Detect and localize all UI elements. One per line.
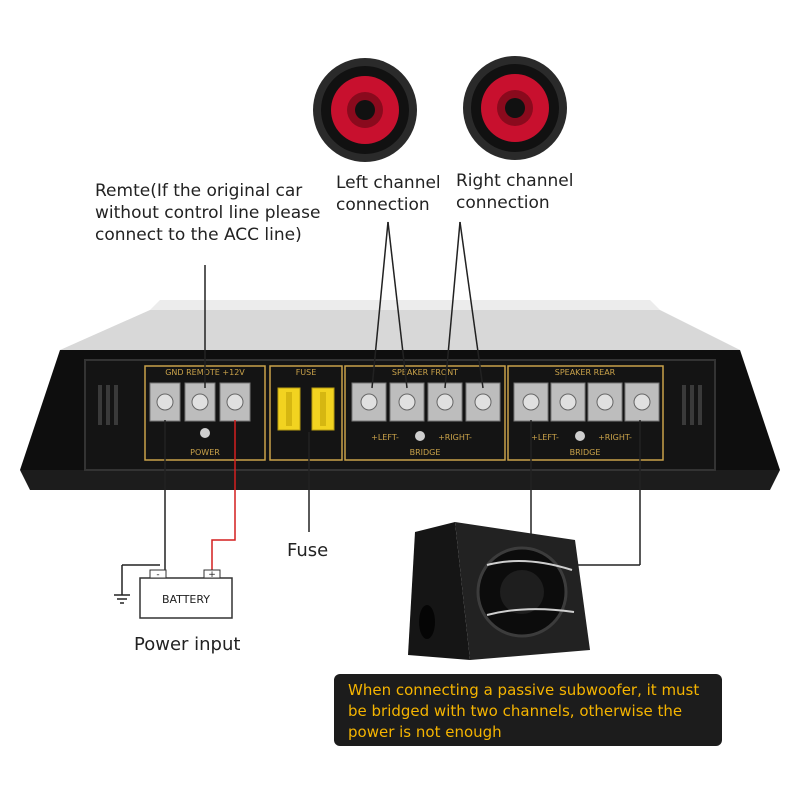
power-caption: POWER [190,448,220,457]
front-group-label: SPEAKER FRONT [392,368,458,377]
rear-bridge-tag: BRIDGE [570,448,601,457]
rear-speaker-terminals [513,382,660,441]
fuse-group-label: FUSE [296,368,317,377]
left-channel-line: connection [336,195,430,215]
front-left-tag: +LEFT- [371,433,399,442]
left-channel-label: Left channel connection [336,172,441,216]
rear-left-tag: +LEFT- [531,433,559,442]
connector-lines [121,221,641,595]
right-channel-line: Right channel [456,171,574,191]
power-input-label: Power input [134,634,241,655]
right-channel-label: Right channel connection [456,170,573,214]
remote-note: Remte(If the original car without contro… [95,180,320,246]
fuse-label: Fuse [287,540,329,561]
right-channel-line: connection [456,193,550,213]
battery-minus: - [156,570,159,580]
remote-note-line: connect to the ACC line) [95,225,302,245]
battery-plus: + [208,570,216,580]
power-terminals [149,382,251,438]
remote-note-line: without control line please [95,203,321,223]
ground-icon [114,594,130,604]
front-right-tag: +RIGHT- [438,433,472,442]
fuse-icon [277,387,335,431]
subwoofer-note-text: When connecting a passive subwoofer, it … [348,681,700,741]
battery-label: BATTERY [162,593,210,606]
left-speaker-icon [313,58,417,162]
rear-group-label: SPEAKER REAR [555,368,616,377]
subwoofer-icon [408,522,590,660]
rear-right-tag: +RIGHT- [598,433,632,442]
positive-wire [211,420,236,570]
battery-icon [139,569,233,619]
remote-note-line: Remte(If the original car [95,181,303,201]
subwoofer-note: When connecting a passive subwoofer, it … [334,674,722,746]
right-speaker-icon [463,56,567,160]
front-bridge-tag: BRIDGE [410,448,441,457]
left-channel-line: Left channel [336,173,441,193]
